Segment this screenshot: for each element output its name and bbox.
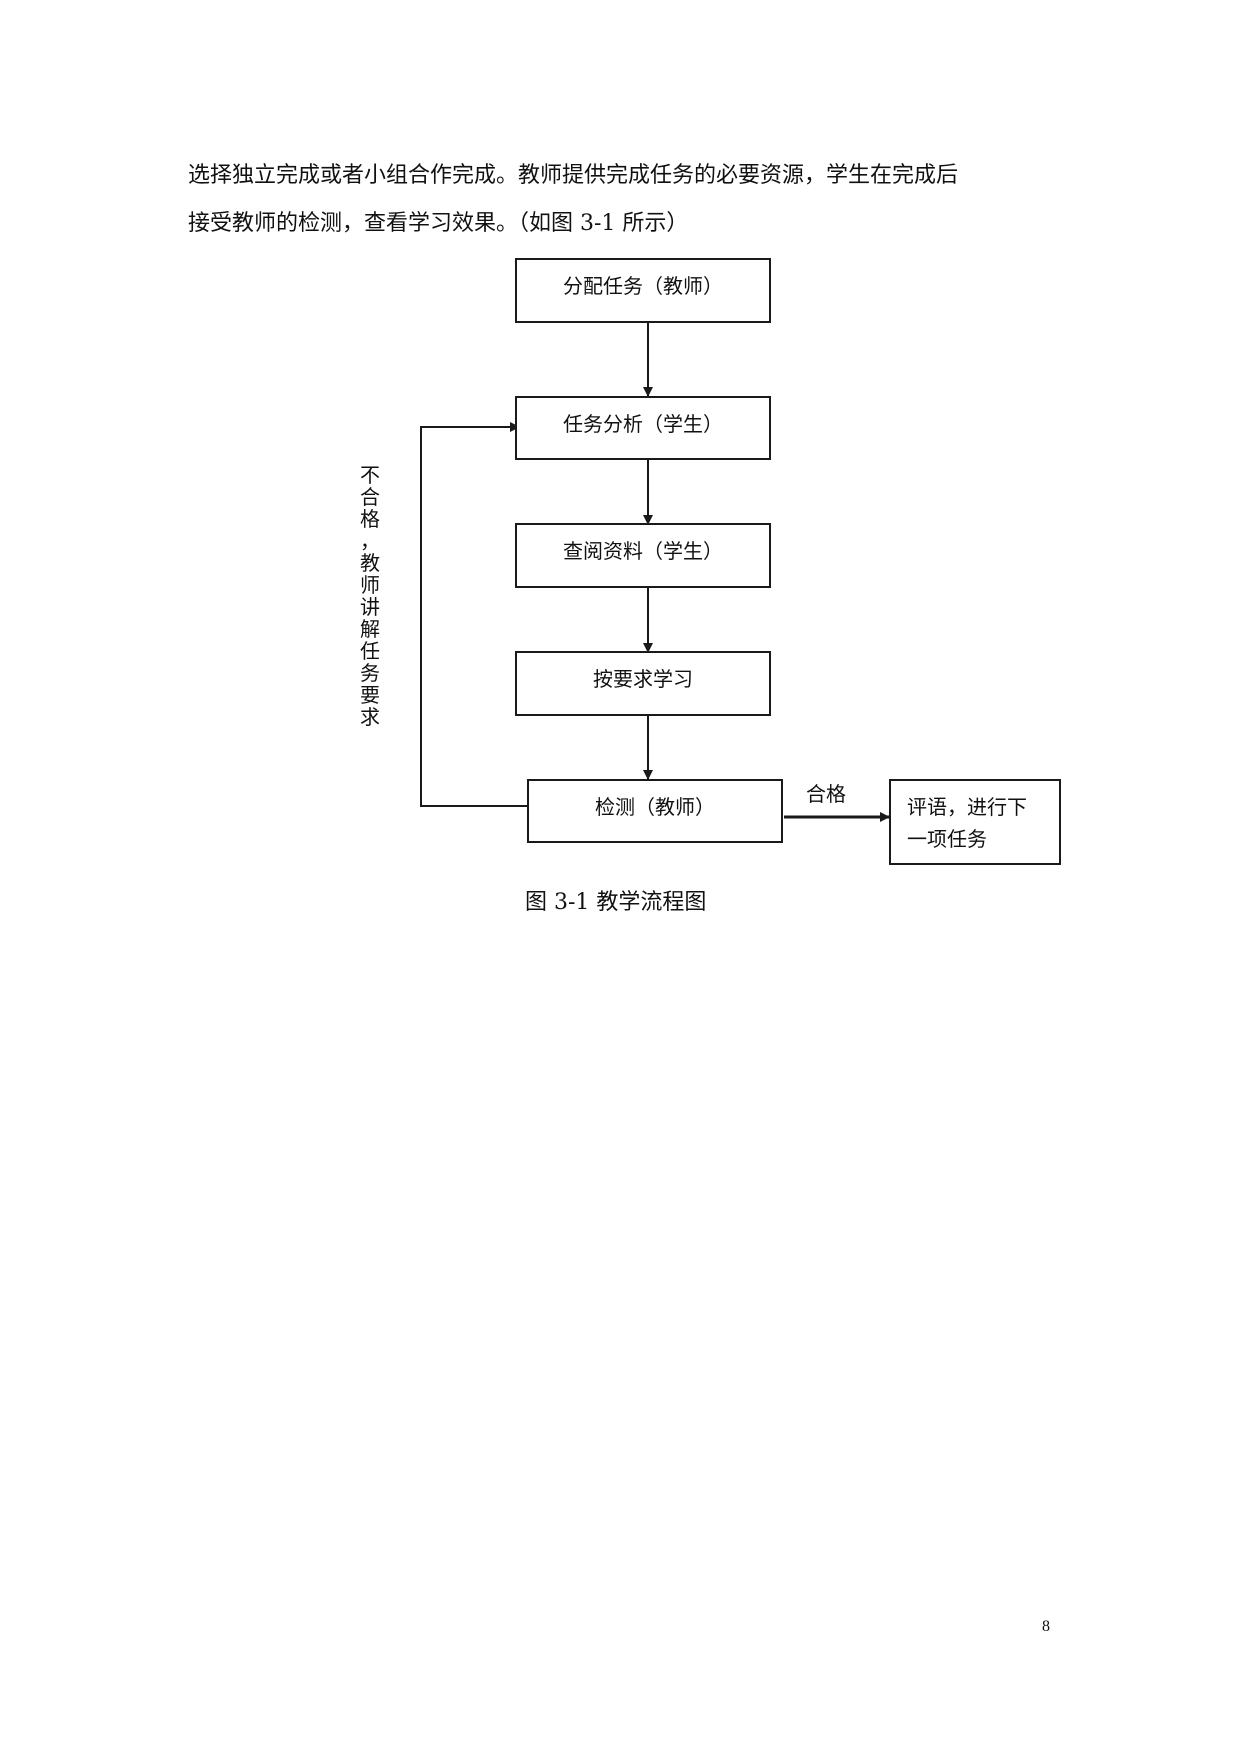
fail-label: 不合格，教师讲解任务要求 (358, 464, 382, 728)
fail-label-char: 合 (360, 485, 380, 509)
body-paragraph: 选择独立完成或者小组合作完成。教师提供完成任务的必要资源，学生在完成后 接受教师… (188, 152, 1068, 248)
flow-step-assign-task-label: 分配任务（教师） (563, 274, 723, 298)
pass-label: 合格 (806, 782, 846, 806)
flow-result-line-1: 评语，进行下 (907, 795, 1027, 819)
flow-step-assessment-label: 检测（教师） (595, 795, 715, 819)
fail-label-char: 求 (360, 705, 380, 729)
fail-label-char: 务 (360, 661, 380, 685)
figure-caption: 图 3-1 教学流程图 (525, 890, 707, 915)
flow-result-line-2: 一项任务 (907, 827, 987, 851)
fail-label-char: ， (360, 529, 380, 553)
flow-step-consult-materials: 查阅资料（学生） (515, 523, 771, 588)
fail-label-char: 讲 (360, 595, 380, 619)
flow-step-study-label: 按要求学习 (593, 667, 693, 691)
fail-label-char: 格 (360, 507, 380, 531)
paragraph-line-1: 选择独立完成或者小组合作完成。教师提供完成任务的必要资源，学生在完成后 (188, 163, 959, 188)
flow-step-assessment: 检测（教师） (527, 779, 783, 843)
page-number: 8 (1042, 1618, 1050, 1635)
flow-result-box: 评语，进行下 一项任务 (889, 779, 1061, 865)
fail-label-char: 任 (360, 639, 380, 663)
fail-label-char: 解 (360, 617, 380, 641)
flow-step-task-analysis: 任务分析（学生） (515, 396, 771, 460)
feedback-loop-arrow (420, 422, 528, 807)
flow-step-study: 按要求学习 (515, 651, 771, 716)
fail-label-char: 要 (360, 683, 380, 707)
fail-label-char: 师 (360, 573, 380, 597)
flow-step-assign-task: 分配任务（教师） (515, 258, 771, 323)
flow-step-consult-materials-label: 查阅资料（学生） (563, 539, 723, 563)
fail-label-char: 教 (360, 551, 380, 575)
flow-step-task-analysis-label: 任务分析（学生） (563, 412, 723, 436)
paragraph-line-2: 接受教师的检测，查看学习效果。（如图 3-1 所示） (188, 211, 689, 236)
fail-label-char: 不 (360, 463, 380, 487)
